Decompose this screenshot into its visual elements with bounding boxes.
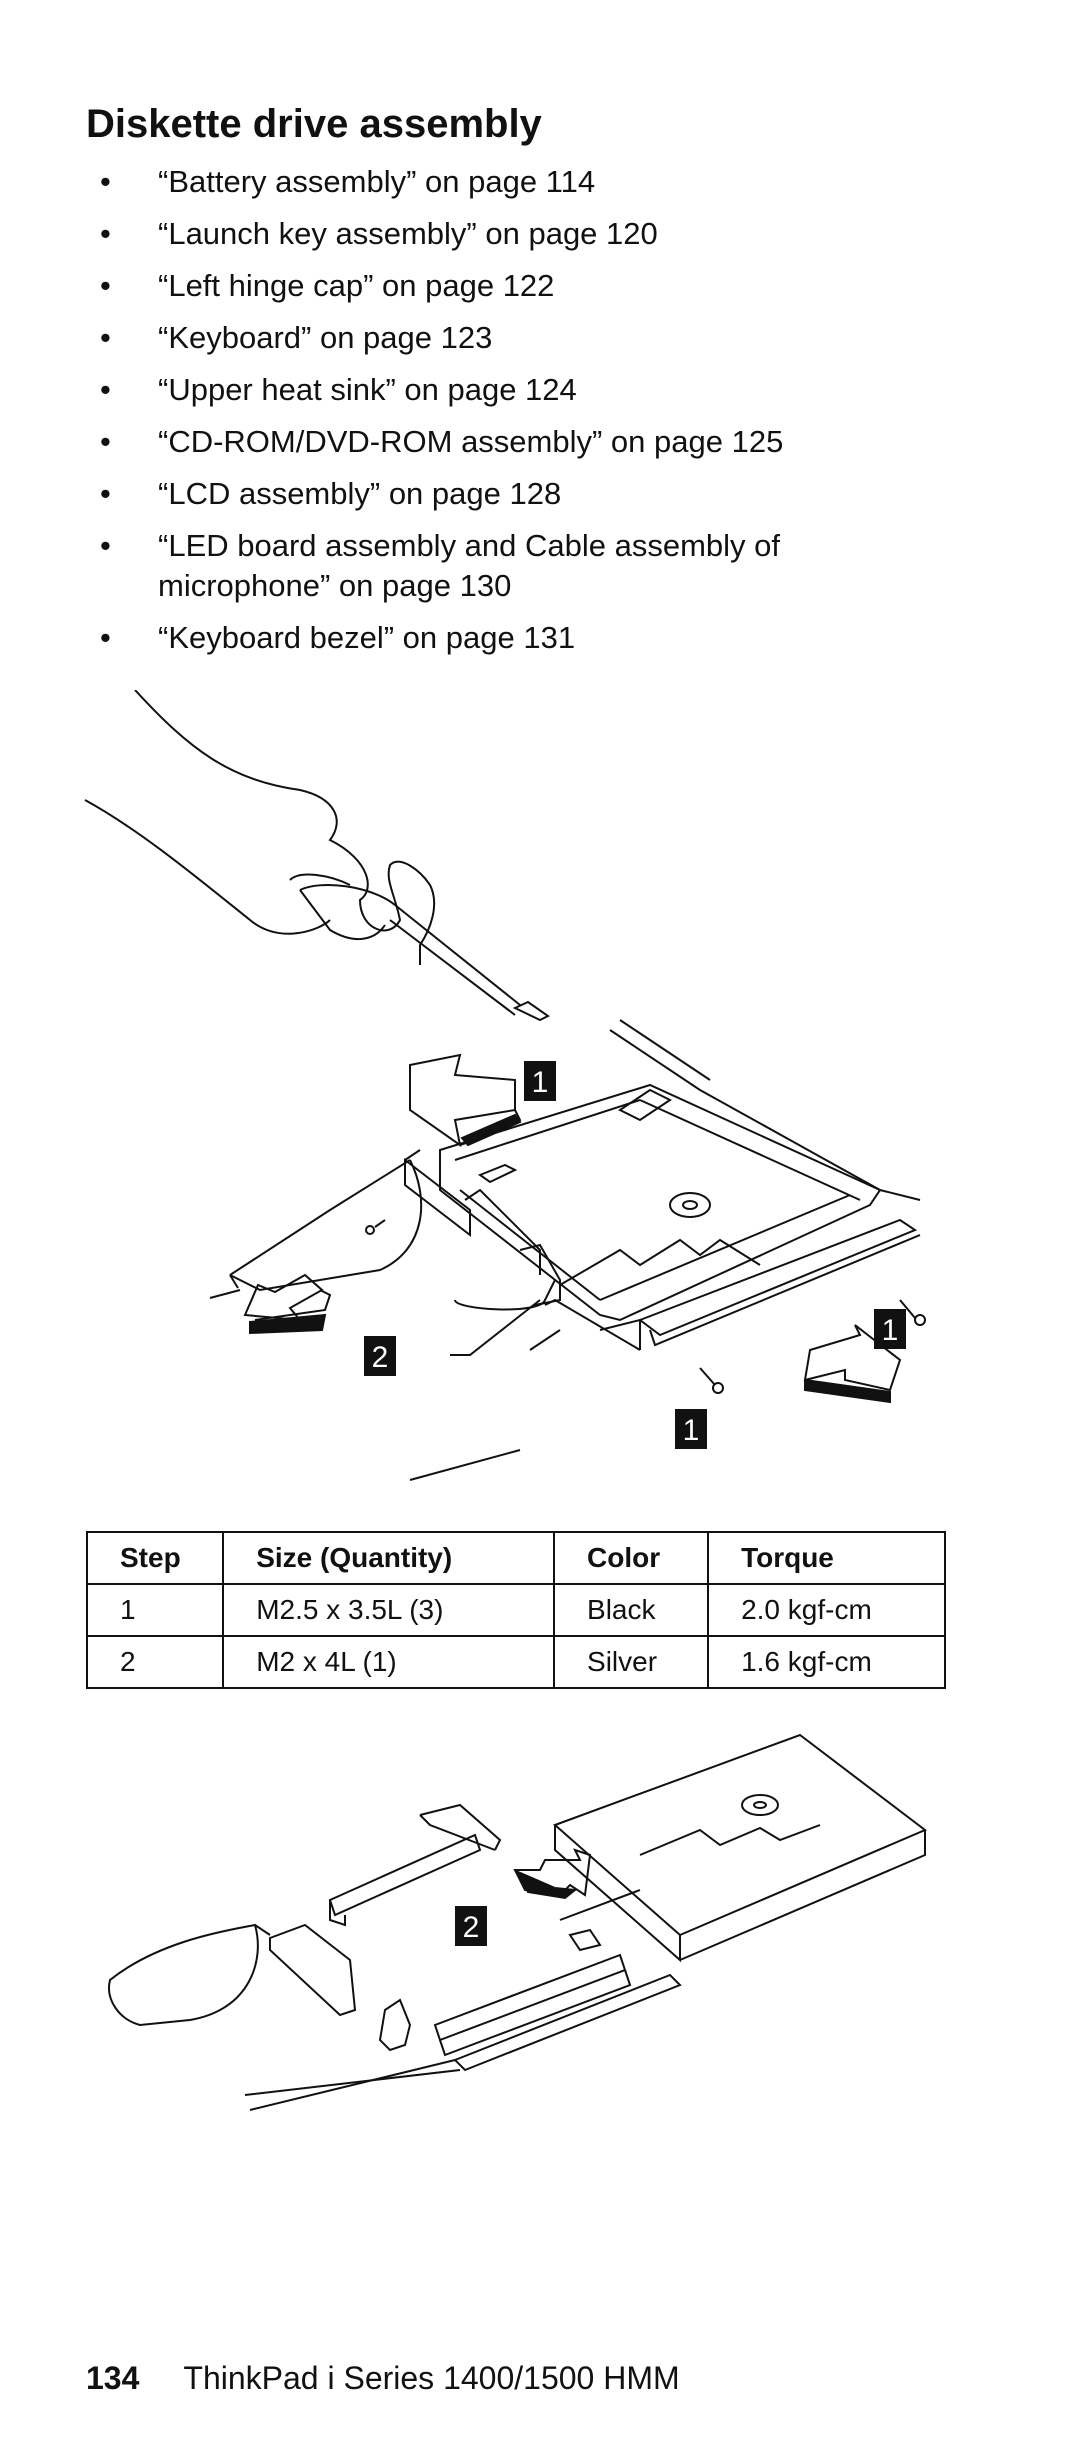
- list-item: • “LED board assembly and Cable assembly …: [100, 526, 860, 606]
- callout-marker-2: 2: [364, 1336, 396, 1376]
- hinge-cap-illustration: [229, 1159, 423, 1292]
- bullet-glyph: •: [100, 476, 111, 511]
- removal-illustration: 1 1 2 1: [0, 689, 1080, 1500]
- list-item: • “Keyboard” on page 123: [100, 318, 860, 358]
- arrow-left-lower-icon: [243, 1273, 332, 1335]
- screw-icon: [699, 1367, 724, 1394]
- prerequisite-list: • “Battery assembly” on page 114 • “Launch…: [100, 162, 860, 670]
- list-item: • “LCD assembly” on page 128: [100, 474, 860, 514]
- bullet-glyph: •: [100, 164, 111, 199]
- bullet-glyph: •: [100, 528, 111, 563]
- arrow-left-upper-icon: [409, 1053, 522, 1148]
- bullet-glyph: •: [100, 424, 111, 459]
- diskette-drive-unit-illustration: [553, 1733, 927, 1963]
- link-text[interactable]: “Battery assembly” on page 114: [158, 164, 596, 199]
- bullet-glyph: •: [100, 268, 111, 303]
- column-header: Torque: [707, 1531, 946, 1585]
- list-item: • “CD-ROM/DVD-ROM assembly” on page 125: [100, 422, 860, 462]
- page-footer: 134 ThinkPad i Series 1400/1500 HMM: [86, 2360, 680, 2397]
- callout-marker-1: 1: [675, 1409, 707, 1449]
- link-text[interactable]: “Keyboard bezel” on page 131: [158, 620, 576, 655]
- arrow-right-icon: [513, 1848, 592, 1900]
- bullet-glyph: •: [100, 372, 111, 407]
- table-cell: 1: [85, 1583, 225, 1637]
- document-title: ThinkPad i Series 1400/1500 HMM: [183, 2360, 680, 2396]
- diskette-drive-tray-illustration: [404, 1019, 921, 1356]
- column-header: Step: [85, 1531, 225, 1585]
- screw-icon: [899, 1299, 926, 1326]
- list-item: • “Keyboard bezel” on page 131: [100, 618, 860, 658]
- list-item: • “Launch key assembly” on page 120: [100, 214, 860, 254]
- screw-spec-table: Step Size (Quantity) Color Torque 1 M2.5…: [85, 1531, 946, 1689]
- callout-marker-2: 2: [455, 1906, 487, 1946]
- list-item: • “Left hinge cap” on page 122: [100, 266, 860, 306]
- table-cell: 1.6 kgf-cm: [707, 1635, 946, 1689]
- link-text[interactable]: “Launch key assembly” on page 120: [158, 216, 658, 251]
- link-text[interactable]: “Upper heat sink” on page 124: [158, 372, 577, 407]
- link-text[interactable]: “CD-ROM/DVD-ROM assembly” on page 125: [158, 424, 784, 459]
- table-header-row: Step Size (Quantity) Color Torque: [85, 1531, 946, 1585]
- link-text[interactable]: “LED board assembly and Cable assembly o…: [158, 528, 781, 563]
- column-header: Color: [553, 1531, 710, 1585]
- callout-label: 1: [683, 1414, 700, 1447]
- table-row: 2 M2 x 4L (1) Silver 1.6 kgf-cm: [85, 1635, 946, 1689]
- drive-removal-illustration: 2: [0, 1710, 1080, 2190]
- hinge-cap-illustration: [108, 1923, 271, 2027]
- callout-label: 1: [882, 1314, 899, 1347]
- table-row: 1 M2.5 x 3.5L (3) Black 2.0 kgf-cm: [85, 1583, 946, 1637]
- column-header: Size (Quantity): [222, 1531, 556, 1585]
- link-text-continued[interactable]: microphone” on page 130: [158, 568, 512, 603]
- arrow-right-icon: [803, 1324, 902, 1404]
- table-cell: Silver: [553, 1635, 710, 1689]
- link-text[interactable]: “Keyboard” on page 123: [158, 320, 493, 355]
- bullet-glyph: •: [100, 216, 111, 251]
- link-text[interactable]: “LCD assembly” on page 128: [158, 476, 562, 511]
- list-item: • “Upper heat sink” on page 124: [100, 370, 860, 410]
- table-cell: 2: [85, 1635, 225, 1689]
- section-title: Diskette drive assembly: [86, 102, 542, 146]
- bullet-glyph: •: [100, 320, 111, 355]
- table-cell: 2.0 kgf-cm: [707, 1583, 946, 1637]
- callout-label: 2: [372, 1341, 389, 1374]
- page-number: 134: [86, 2360, 140, 2396]
- table-cell: M2.5 x 3.5L (3): [222, 1583, 556, 1637]
- callout-marker-1: 1: [524, 1061, 556, 1101]
- callout-label: 2: [463, 1911, 480, 1944]
- tray-rails-illustration: [269, 1803, 682, 2072]
- callout-marker-1: 1: [874, 1309, 906, 1349]
- table-cell: Black: [553, 1583, 710, 1637]
- callout-label: 1: [532, 1066, 549, 1099]
- list-item: • “Battery assembly” on page 114: [100, 162, 860, 202]
- link-text[interactable]: “Left hinge cap” on page 122: [158, 268, 555, 303]
- hand-with-screwdriver-illustration: [84, 689, 550, 1022]
- table-cell: M2 x 4L (1): [222, 1635, 556, 1689]
- bullet-glyph: •: [100, 620, 111, 655]
